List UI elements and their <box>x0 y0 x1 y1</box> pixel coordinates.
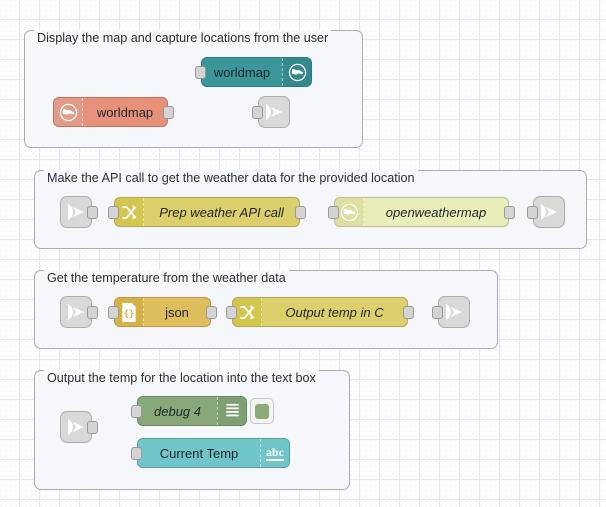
node-label: worldmap <box>96 104 154 120</box>
node-input-port[interactable] <box>252 106 263 119</box>
node-debug-4[interactable]: debug 4 <box>131 396 247 426</box>
change-icon <box>233 298 262 326</box>
svg-text:{}: {} <box>124 309 135 319</box>
link-out-icon <box>446 304 462 320</box>
node-link-in-3[interactable] <box>60 296 98 328</box>
node-output-temp-in-c[interactable]: Output temp in C <box>226 297 414 327</box>
abc-icon: abc <box>260 439 289 467</box>
node-label: json <box>165 304 189 320</box>
node-label: Current Temp <box>159 445 239 461</box>
node-output-port[interactable] <box>163 106 174 119</box>
node-link-out-3[interactable] <box>432 296 470 328</box>
node-link-in-4[interactable] <box>60 411 98 443</box>
group-label: Output the temp for the location into th… <box>44 370 319 387</box>
node-label: openweathermap <box>385 204 487 220</box>
node-output-port[interactable] <box>403 306 414 319</box>
node-link-in-2[interactable] <box>60 196 98 228</box>
group-label: Make the API call to get the weather dat… <box>44 170 418 187</box>
globe-icon <box>335 198 364 226</box>
node-input-port[interactable] <box>131 447 142 460</box>
node-output-port[interactable] <box>295 206 306 219</box>
node-worldmap-output[interactable]: worldmap <box>53 97 174 127</box>
node-output-port[interactable] <box>87 421 98 434</box>
link-in-icon <box>68 204 84 220</box>
node-input-port[interactable] <box>527 206 538 219</box>
json-doc-icon: {} <box>115 298 144 326</box>
group-display-map[interactable]: Display the map and capture locations fr… <box>24 30 363 148</box>
node-worldmap-input[interactable]: worldmap <box>195 57 312 87</box>
node-output-port[interactable] <box>206 306 217 319</box>
link-in-icon <box>68 419 84 435</box>
node-json[interactable]: {} json <box>108 297 217 327</box>
node-input-port[interactable] <box>195 66 206 79</box>
node-label: debug 4 <box>154 403 201 419</box>
node-link-out-2[interactable] <box>527 196 565 228</box>
group-output-temp[interactable]: Output the temp for the location into th… <box>34 370 350 490</box>
node-link-out-1[interactable] <box>252 96 290 128</box>
debug-enable-toggle[interactable] <box>250 398 274 424</box>
abc-icon-text: abc <box>266 444 284 461</box>
node-label: Output temp in C <box>285 304 384 320</box>
debug-toggle-indicator <box>255 403 269 419</box>
node-input-port[interactable] <box>108 206 119 219</box>
node-output-port[interactable] <box>504 206 515 219</box>
node-label: worldmap <box>213 64 271 80</box>
node-input-port[interactable] <box>131 405 142 418</box>
group-label: Display the map and capture locations fr… <box>34 30 332 47</box>
node-prep-weather-api-call[interactable]: Prep weather API call <box>108 197 306 227</box>
node-input-port[interactable] <box>108 306 119 319</box>
group-label: Get the temperature from the weather dat… <box>44 270 289 287</box>
globe-icon <box>282 58 311 86</box>
node-output-port[interactable] <box>87 206 98 219</box>
node-input-port[interactable] <box>226 306 237 319</box>
node-openweathermap[interactable]: openweathermap <box>328 197 515 227</box>
change-icon <box>115 198 144 226</box>
debug-lines-icon <box>217 397 246 425</box>
link-in-icon <box>68 304 84 320</box>
link-out-icon <box>266 104 282 120</box>
link-out-icon <box>541 204 557 220</box>
globe-icon <box>54 98 83 126</box>
node-input-port[interactable] <box>432 306 443 319</box>
node-label: Prep weather API call <box>159 204 284 220</box>
node-current-temp[interactable]: Current Temp abc <box>131 438 290 468</box>
node-output-port[interactable] <box>87 306 98 319</box>
node-input-port[interactable] <box>328 206 339 219</box>
